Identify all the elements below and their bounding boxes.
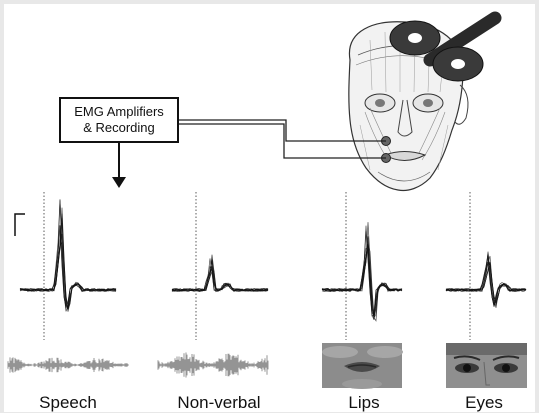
mep-trace xyxy=(20,199,116,311)
mep-trace xyxy=(172,258,268,291)
mep-trace xyxy=(20,214,116,309)
mep-trace xyxy=(20,225,116,307)
mep-trace xyxy=(20,234,116,309)
emg-box-line2: & Recording xyxy=(83,120,155,136)
mep-trace xyxy=(172,271,268,292)
mep-trace xyxy=(20,218,116,309)
mep-trace xyxy=(172,255,268,292)
mep-trace xyxy=(20,226,116,308)
mep-trace xyxy=(172,267,268,291)
mep-trace xyxy=(322,231,402,313)
scale-bar-icon xyxy=(15,214,25,236)
mep-traces xyxy=(20,192,526,340)
mep-trace xyxy=(20,200,116,308)
emg-amplifier-box: EMG Amplifiers & Recording xyxy=(59,97,179,143)
mep-trace xyxy=(20,208,116,312)
mep-trace xyxy=(322,222,402,318)
mep-trace xyxy=(20,223,116,310)
mep-trace xyxy=(172,259,268,292)
condition-label-speech: Speech xyxy=(39,393,97,413)
eyes-photo xyxy=(446,343,527,388)
audio-waveforms xyxy=(8,353,268,378)
emg-box-line1: EMG Amplifiers xyxy=(74,104,164,120)
mep-trace xyxy=(322,226,402,316)
condition-label-nonverbal: Non-verbal xyxy=(177,393,260,413)
mep-trace xyxy=(172,266,268,292)
lips-photo xyxy=(322,343,403,389)
audio-waveform xyxy=(8,357,128,372)
down-arrow-icon xyxy=(112,143,126,188)
condition-label-eyes: Eyes xyxy=(465,393,503,413)
audio-waveform xyxy=(158,353,268,378)
mep-trace xyxy=(20,242,116,308)
mep-trace xyxy=(172,260,268,291)
mep-trace xyxy=(172,270,268,292)
mep-trace xyxy=(172,267,268,292)
condition-label-lips: Lips xyxy=(348,393,379,413)
mep-trace xyxy=(172,260,268,291)
mep-trace xyxy=(446,256,526,308)
